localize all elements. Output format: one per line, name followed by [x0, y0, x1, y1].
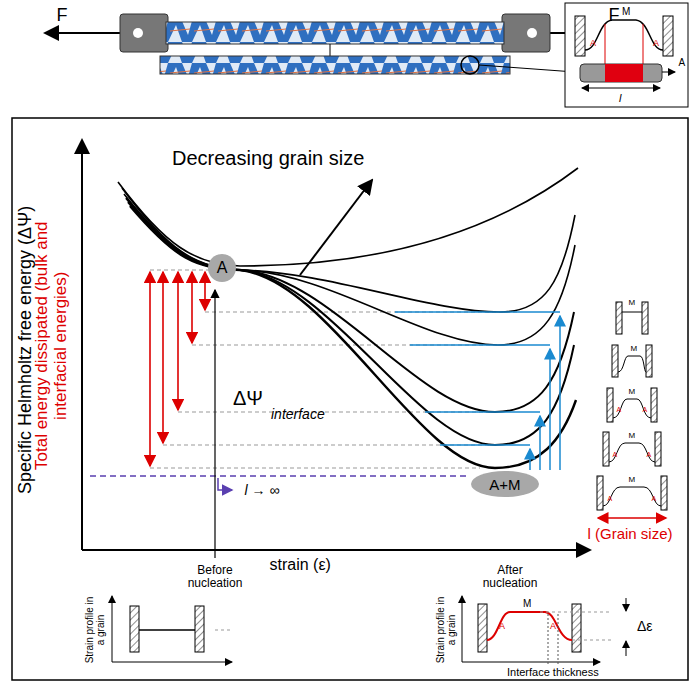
figure-label: Total energy dissipated (bulk and interf… [33, 195, 70, 495]
figure-label: A [653, 39, 659, 49]
figure-label: Before nucleation [175, 564, 255, 590]
figure-label: l [619, 92, 621, 104]
figure-label: M [629, 388, 636, 397]
figure-label: A [499, 622, 505, 632]
figure-label: Decreasing grain size [172, 147, 364, 169]
figure-label: l (Grain size) [588, 526, 673, 543]
phase-ellipse: A+M [471, 471, 538, 497]
figure-label: A [643, 406, 648, 414]
phase-label: A [217, 259, 228, 277]
figure-label: M [629, 476, 636, 485]
figure-label: A [608, 495, 613, 503]
figure-label: A [679, 57, 686, 68]
figure-label: strain (ε) [270, 556, 331, 574]
figure-label: Interface thickness [507, 666, 599, 678]
figure-label: Δε [637, 619, 653, 634]
figure-label: F [57, 6, 68, 26]
figure-label: A [652, 495, 657, 503]
phase-circle: A [208, 254, 236, 282]
figure-label: A [617, 406, 622, 414]
figure-label: l → ∞ [245, 483, 280, 498]
figure-label: A [590, 39, 596, 49]
figure-label: ΔΨ [233, 387, 263, 409]
phase-label: A+M [489, 476, 520, 493]
figure-label: A [613, 451, 618, 459]
figure-label: M [629, 432, 636, 441]
figure-label: M [631, 345, 638, 354]
figure-label: F [609, 6, 620, 26]
figure-label: M [629, 299, 636, 308]
figure-label: Strain profile in a grain [435, 594, 457, 666]
figure-label: interface [271, 407, 325, 422]
figure-label: A [550, 622, 556, 632]
figure-label: M [622, 6, 630, 17]
figure-label: After nucleation [470, 564, 550, 590]
figure-label: Strain profile in a grain [84, 594, 106, 666]
figure-label: M [523, 598, 531, 609]
figure-label: A [647, 451, 652, 459]
